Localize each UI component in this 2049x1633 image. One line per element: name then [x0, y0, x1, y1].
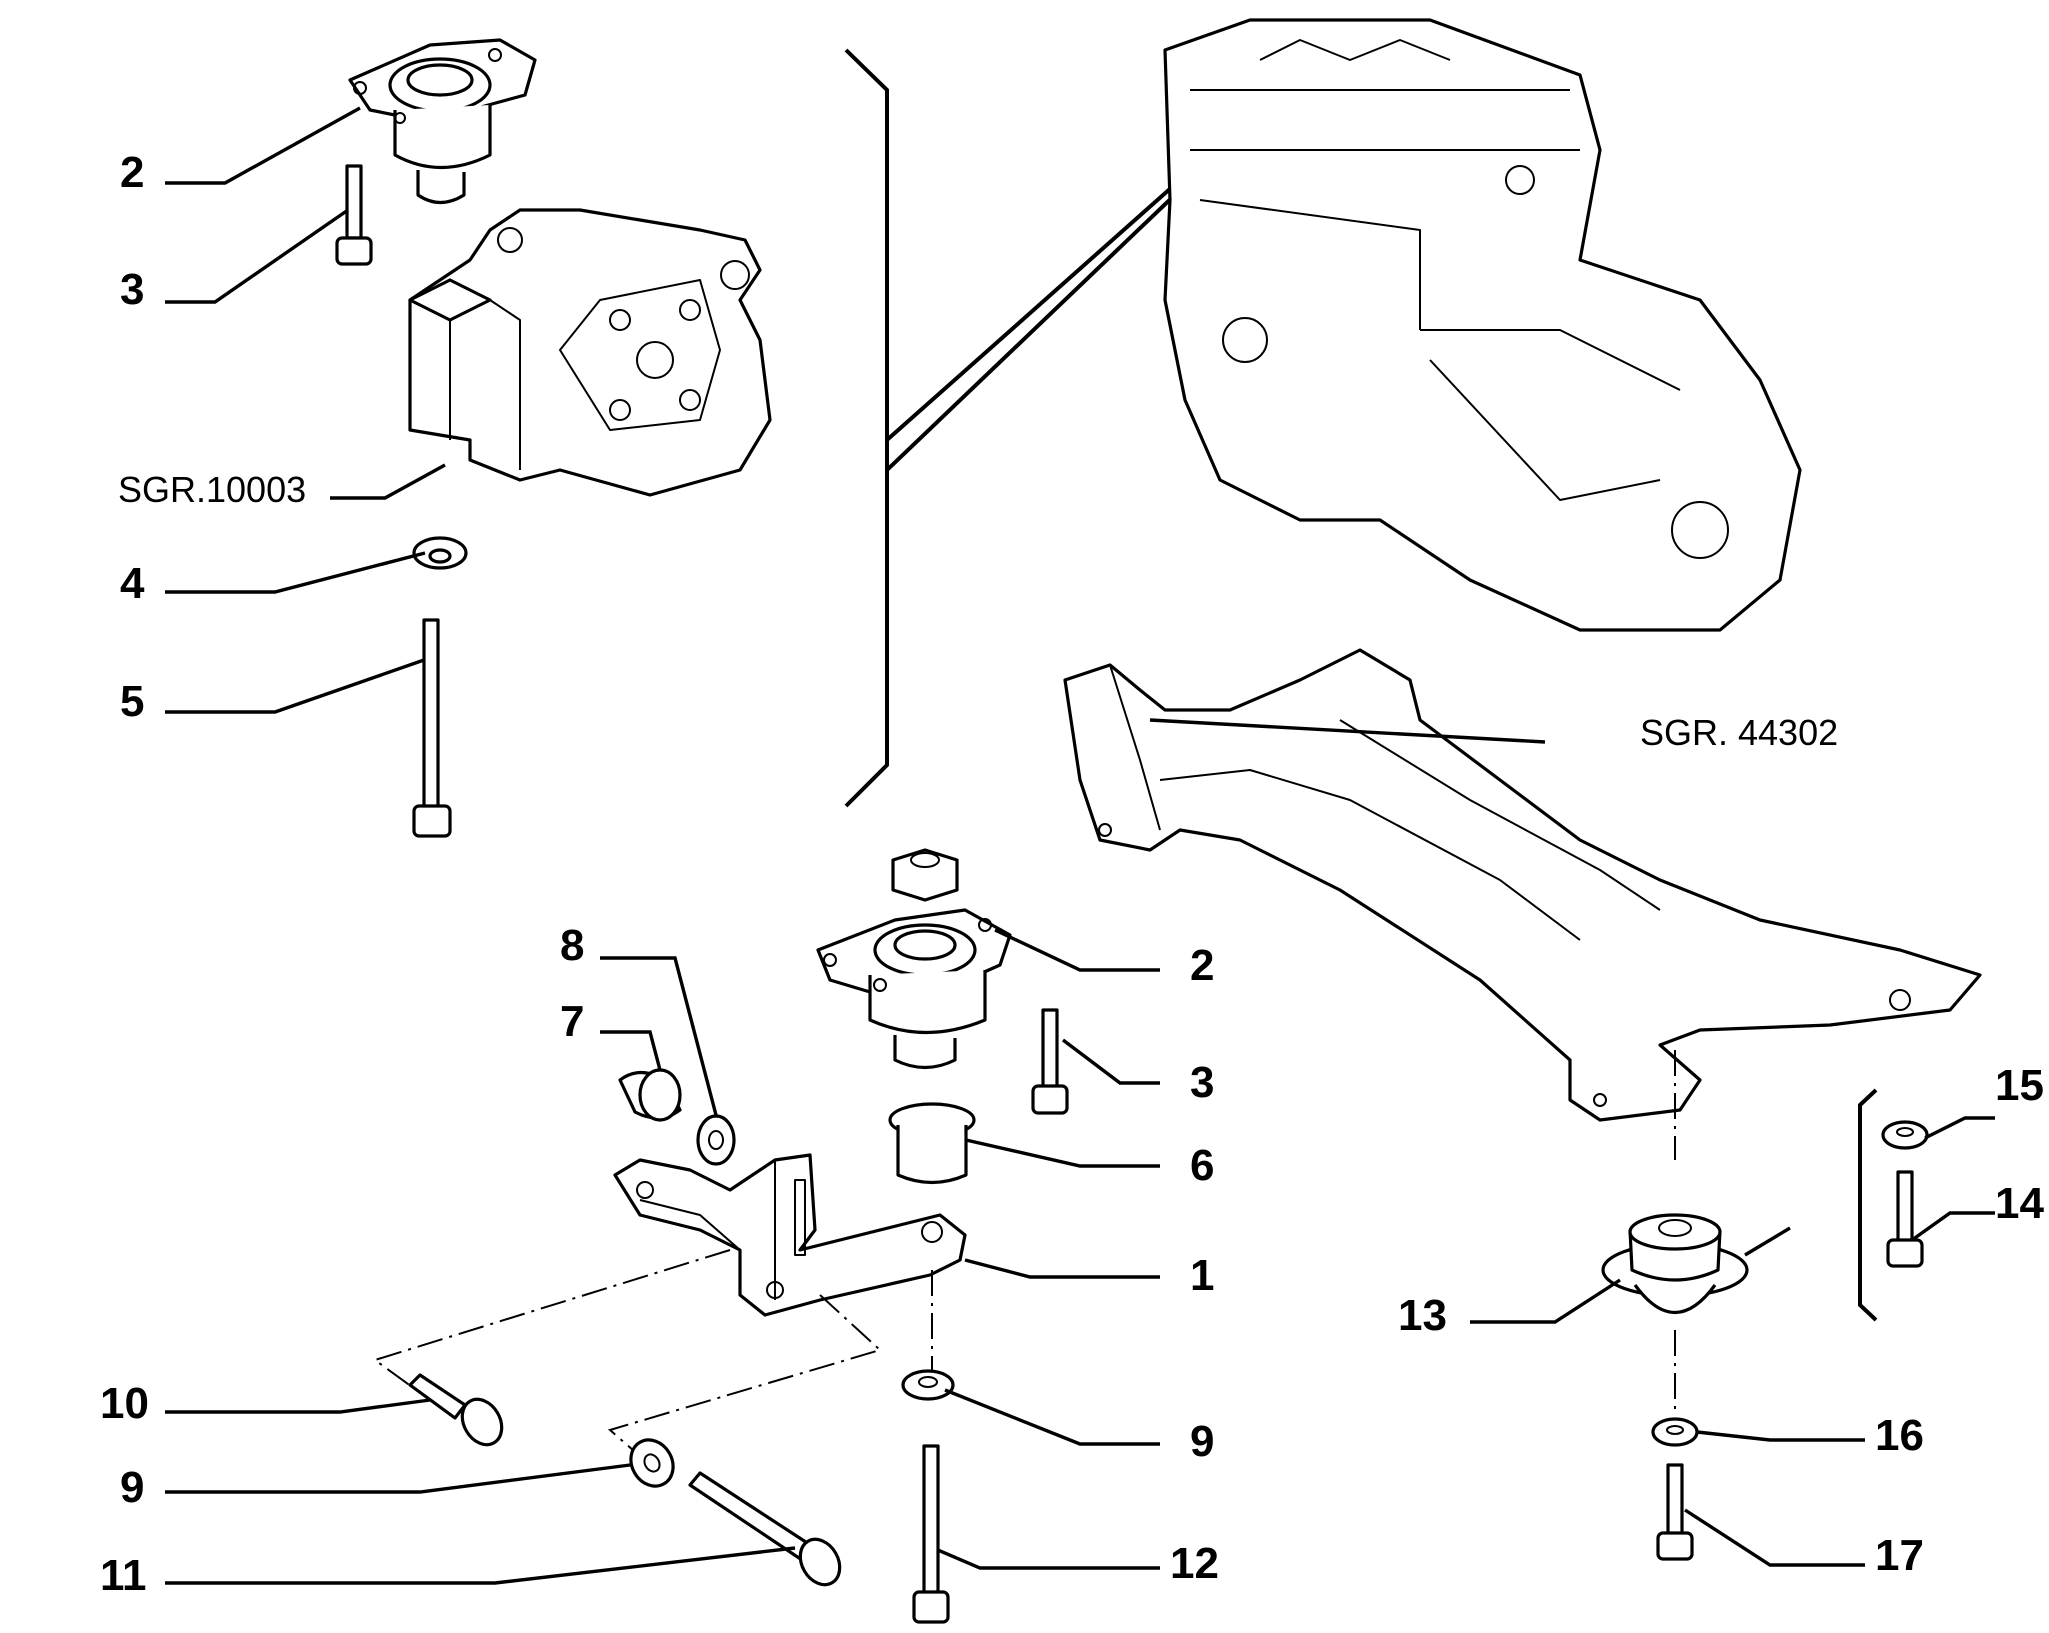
callout-11: 11	[100, 1551, 147, 1600]
ref-sgr-44302: SGR. 44302	[1640, 712, 1838, 753]
right-group-bracket	[1858, 1088, 1878, 1322]
callout-4: 4	[120, 559, 145, 608]
separator-line	[844, 48, 889, 808]
callout-8: 8	[560, 921, 584, 970]
callout-2-middle: 2	[1190, 941, 1214, 990]
callout-3-middle: 3	[1190, 1058, 1214, 1107]
stud-part-5	[412, 618, 452, 838]
gearbox-bracket	[408, 208, 772, 497]
stud-part-12	[912, 1444, 950, 1624]
callout-1: 1	[1190, 1251, 1214, 1300]
callout-14: 14	[1995, 1179, 2044, 1228]
engine-pointer-line	[885, 178, 1182, 472]
nut-top	[891, 848, 959, 902]
washer-part-16	[1651, 1417, 1699, 1447]
bolt-part-3-top	[335, 164, 373, 266]
callout-12: 12	[1170, 1539, 1219, 1588]
sleeve-part-7	[618, 1068, 682, 1122]
callout-5: 5	[120, 677, 144, 726]
engine-mount-part-13	[1601, 1213, 1749, 1314]
washer-part-15	[1881, 1120, 1929, 1150]
washer-part-9-left	[629, 1438, 675, 1488]
callout-9-center: 9	[1190, 1417, 1214, 1466]
callout-17: 17	[1875, 1531, 1924, 1580]
subframe-crossmember	[1063, 648, 1982, 1122]
bolt-part-11	[688, 1471, 842, 1587]
callout-13: 13	[1398, 1291, 1447, 1340]
ref-sgr-10003: SGR.10003	[118, 469, 306, 510]
bracket-part-1	[613, 1153, 967, 1317]
washer-part-9-center	[901, 1369, 955, 1401]
callout-3-top: 3	[120, 265, 144, 314]
axis-line-3	[607, 1294, 882, 1466]
callout-7: 7	[560, 997, 584, 1046]
bolt-part-10	[408, 1373, 504, 1447]
bolt-part-14	[1886, 1170, 1924, 1268]
axis-line-2	[372, 1249, 731, 1401]
mount-part-2-top	[348, 38, 537, 205]
leader-lines	[165, 106, 1995, 1585]
washer-part-4	[412, 536, 468, 570]
callout-9-left: 9	[120, 1463, 144, 1512]
callout-10: 10	[100, 1379, 149, 1428]
mount-part-2-middle	[816, 908, 1012, 1070]
bolt-part-17	[1656, 1463, 1694, 1561]
bush-part-6	[888, 1102, 976, 1185]
callout-2-top: 2	[120, 148, 144, 197]
callout-6: 6	[1190, 1141, 1214, 1190]
engine-gearbox-assembly	[1163, 18, 1802, 632]
callout-15: 15	[1995, 1061, 2044, 1110]
bolt-part-3-middle	[1031, 1008, 1069, 1115]
callout-16: 16	[1875, 1411, 1924, 1460]
washer-part-8	[696, 1114, 736, 1166]
